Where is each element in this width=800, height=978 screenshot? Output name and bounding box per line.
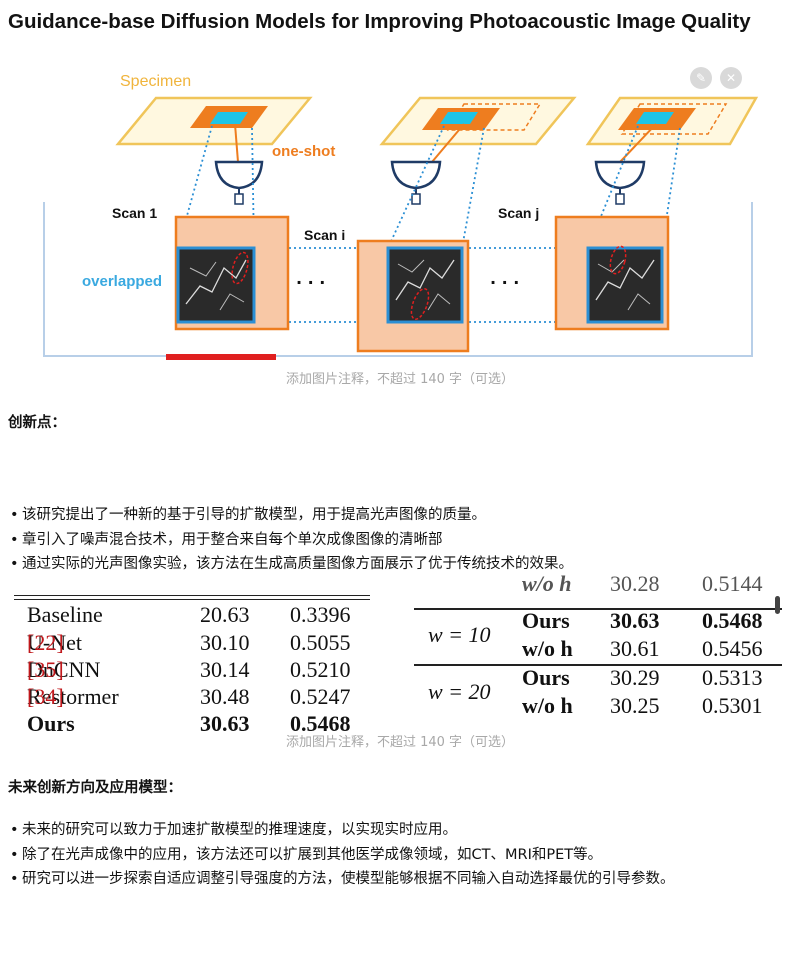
list-item: •除了在光声成像中的应用，该方法还可以扩展到其他医学成像领域，如CT、MRI和P…	[10, 846, 603, 863]
scan-1-label: Scan 1	[112, 205, 157, 221]
list-item: •研究可以进一步探索自适应调整引导强度的方法，使模型能够根据不同输入自动选择最优…	[10, 871, 675, 887]
image-scrollbar[interactable]	[775, 596, 780, 614]
image-caption-placeholder[interactable]: 添加图片注释，不超过 140 字（可选）	[285, 372, 515, 387]
image-caption-placeholder[interactable]: 添加图片注释，不超过 140 字（可选）	[285, 735, 515, 750]
page-title: Guidance-base Diffusion Models for Impro…	[8, 10, 751, 33]
table-rule	[414, 608, 782, 610]
scan-patch-1-target	[210, 112, 248, 124]
table-row: Ours 30.29 0.5313	[522, 665, 763, 690]
list-item: •章引入了噪声混合技术，用于整合来自每个单次成像图像的清晰部	[10, 531, 443, 548]
objective-lens-1	[214, 160, 264, 205]
scan-patch-2-target	[440, 112, 478, 124]
table-row: Ours 30.63 0.5468	[27, 711, 351, 736]
table-rule	[414, 664, 782, 666]
list-item: •通过实际的光声图像实验，该方法在生成高质量图像方面展示了优于传统技术的效果。	[10, 556, 573, 572]
close-image-button[interactable]: ✕	[720, 67, 742, 89]
innovation-list: •该研究提出了一种新的基于引导的扩散模型，用于提高光声图像的质量。 •章引入了噪…	[10, 503, 790, 577]
pa-image-i	[386, 246, 464, 324]
table-rule	[14, 599, 370, 600]
table-row: Baseline 20.63 0.3396	[27, 602, 351, 627]
figure-scan-diagram[interactable]: Specimen one-shot	[40, 64, 759, 360]
scan-patch-3-target	[636, 112, 674, 124]
future-directions-list: •未来的研究可以致力于加速扩散模型的推理速度，以实现实时应用。 •除了在光声成像…	[10, 818, 790, 892]
section-heading-innovations: 创新点：	[8, 415, 66, 431]
edit-icon: ✎	[695, 71, 707, 85]
comparison-table: Baseline 20.63 0.3396 U-Net[22] 30.10 0.…	[12, 584, 372, 736]
ellipsis-1: · · ·	[296, 273, 325, 292]
one-shot-label: one-shot	[272, 143, 335, 160]
objective-lens-3	[594, 160, 646, 205]
objective-lens-2	[390, 160, 442, 205]
section-heading-future-directions: 未来创新方向及应用模型：	[8, 780, 182, 796]
overlapped-label: overlapped	[82, 273, 162, 290]
pa-image-1	[176, 246, 256, 324]
list-item: •该研究提出了一种新的基于引导的扩散模型，用于提高光声图像的质量。	[10, 507, 486, 523]
scan-i-label: Scan i	[304, 227, 345, 243]
table-rule	[14, 595, 370, 596]
list-item: •未来的研究可以致力于加速扩散模型的推理速度，以实现实时应用。	[10, 822, 457, 838]
ablation-table: w/o h 30.28 0.5144 w = 10 Ours 30.63 0.5…	[412, 571, 792, 720]
figure-results-tables[interactable]: Baseline 20.63 0.3396 U-Net[22] 30.10 0.…	[0, 571, 800, 736]
table-row: Restormer[34] 30.48 0.5247	[27, 684, 351, 709]
table-row: w/o h 30.28 0.5144	[522, 571, 763, 596]
edit-image-button[interactable]: ✎	[690, 67, 712, 89]
outer-frame	[43, 202, 753, 357]
table-group-label: w = 20	[428, 679, 491, 704]
table-row: w/o h 30.61 0.5456	[522, 636, 763, 661]
specimen-label: Specimen	[120, 73, 191, 90]
table-row: U-Net[22] 30.10 0.5055	[27, 630, 351, 655]
close-icon: ✕	[725, 71, 737, 85]
table-row: w/o h 30.25 0.5301	[522, 693, 763, 718]
table-group-label: w = 10	[428, 622, 491, 647]
scan-j-label: Scan j	[498, 205, 539, 221]
table-row: Ours 30.63 0.5468	[522, 608, 763, 633]
pa-image-j	[586, 245, 664, 324]
ellipsis-2: · · ·	[490, 273, 519, 292]
table-row: DnCNN[35] 30.14 0.5210	[27, 657, 351, 682]
cropped-red-text	[166, 354, 276, 360]
